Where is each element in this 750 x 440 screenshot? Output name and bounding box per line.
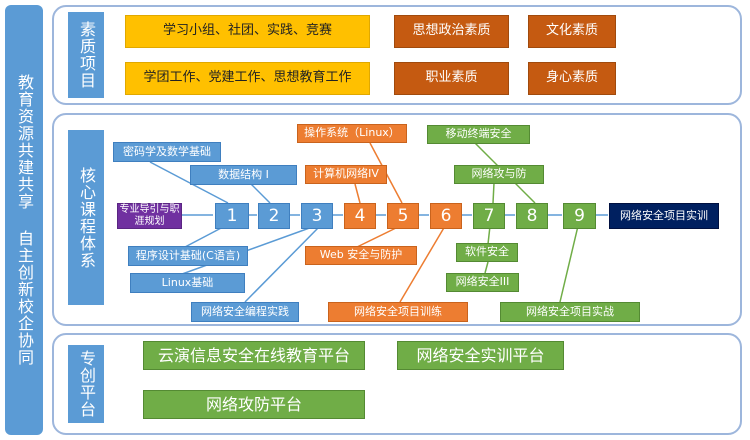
course-network4: 计算机网络IV xyxy=(305,165,387,184)
side-title-bar: 教育资源共建共享 自主创新校企协同 xyxy=(5,5,43,435)
course-step-5: 5 xyxy=(387,203,419,229)
course-step-8: 8 xyxy=(516,203,548,229)
course-net-programming: 网络安全编程实践 xyxy=(191,302,299,322)
quality-item-health: 身心素质 xyxy=(528,62,616,95)
quality-item-culture: 文化素质 xyxy=(528,15,616,48)
platform-attack-defense: 网络攻防平台 xyxy=(143,390,365,419)
side-title: 教育资源共建共享 自主创新校企协同 xyxy=(15,74,34,366)
course-start-box: 专业导引与职涯规划 xyxy=(117,203,182,229)
course-data-structure: 数据结构 I xyxy=(190,165,297,185)
course-end-box: 网络安全项目实训 xyxy=(609,203,719,229)
course-project-practice: 网络安全项目实战 xyxy=(500,302,640,322)
quality-item-career: 职业素质 xyxy=(394,62,509,95)
course-os: 操作系统（Linux） xyxy=(297,124,407,143)
course-c-language: 程序设计基础(C语言) xyxy=(128,246,248,266)
platform-training: 网络安全实训平台 xyxy=(397,341,564,370)
course-project-training: 网络安全项目训练 xyxy=(328,302,468,322)
quality-item-groups: 学习小组、社团、实践、竞赛 xyxy=(125,15,370,48)
course-software-security: 软件安全 xyxy=(456,243,518,262)
course-step-3: 3 xyxy=(301,203,333,229)
course-label: 核心课程体系 xyxy=(68,130,104,305)
course-step-9: 9 xyxy=(563,203,596,229)
course-attack-defense: 网络攻与防 xyxy=(454,165,544,184)
quality-item-student-work: 学团工作、党建工作、思想教育工作 xyxy=(125,62,370,95)
platform-online-education: 云演信息安全在线教育平台 xyxy=(143,341,365,370)
quality-label: 素质项目 xyxy=(68,12,104,98)
course-crypto: 密码学及数学基础 xyxy=(113,142,221,162)
platform-label: 专创平台 xyxy=(68,345,104,423)
course-mobile-security: 移动终端安全 xyxy=(427,125,530,144)
course-web-security: Web 安全与防护 xyxy=(305,246,417,265)
course-linux: Linux基础 xyxy=(130,273,245,293)
course-network-security-3: 网络安全III xyxy=(446,273,519,292)
course-step-4: 4 xyxy=(344,203,376,229)
course-step-2: 2 xyxy=(258,203,290,229)
course-step-1: 1 xyxy=(215,203,249,229)
course-step-6: 6 xyxy=(430,203,462,229)
course-step-7: 7 xyxy=(473,203,505,229)
quality-item-political: 思想政治素质 xyxy=(394,15,509,48)
